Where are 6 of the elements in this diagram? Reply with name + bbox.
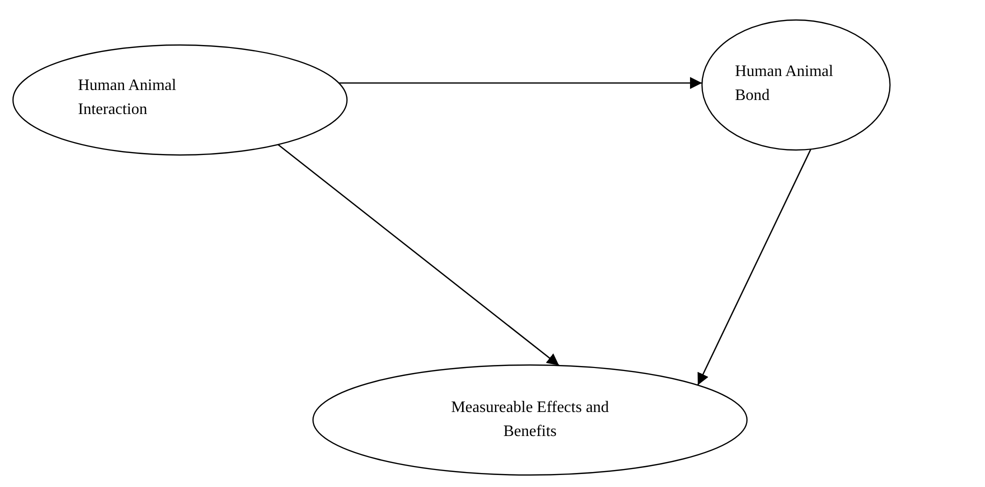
arrow xyxy=(338,77,702,89)
arrow xyxy=(278,144,560,366)
node-label: Measureable Effects and Benefits xyxy=(450,398,610,442)
node-label: Human Animal Bond xyxy=(735,62,834,106)
arrow xyxy=(697,148,812,386)
node-label: Human Animal Interaction xyxy=(78,76,178,120)
